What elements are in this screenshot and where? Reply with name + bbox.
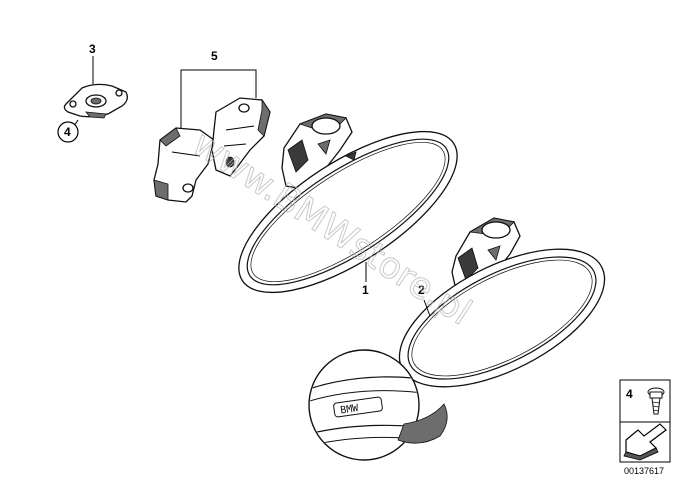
legend-box: 4 xyxy=(619,379,671,463)
callout-5: 5 xyxy=(211,49,218,63)
mirror-2-part xyxy=(398,217,606,388)
mirror-1-part xyxy=(238,113,458,294)
cover-right-part xyxy=(211,97,271,177)
callout-2: 2 xyxy=(418,283,425,297)
screw-icon xyxy=(647,387,665,415)
callout-4-circle xyxy=(57,121,79,143)
callout-1: 1 xyxy=(362,283,369,297)
arrow-icon xyxy=(623,423,667,461)
engraving-text: BMW xyxy=(340,403,360,417)
leader-line-5 xyxy=(180,69,257,142)
legend-item-number: 4 xyxy=(626,387,633,401)
gasket-part xyxy=(63,83,128,119)
callout-4-circled: 4 xyxy=(64,125,71,139)
leader-line-2 xyxy=(423,299,431,317)
cover-left-part xyxy=(153,127,215,203)
reference-number: 00137617 xyxy=(624,466,664,476)
callout-3: 3 xyxy=(89,42,96,56)
